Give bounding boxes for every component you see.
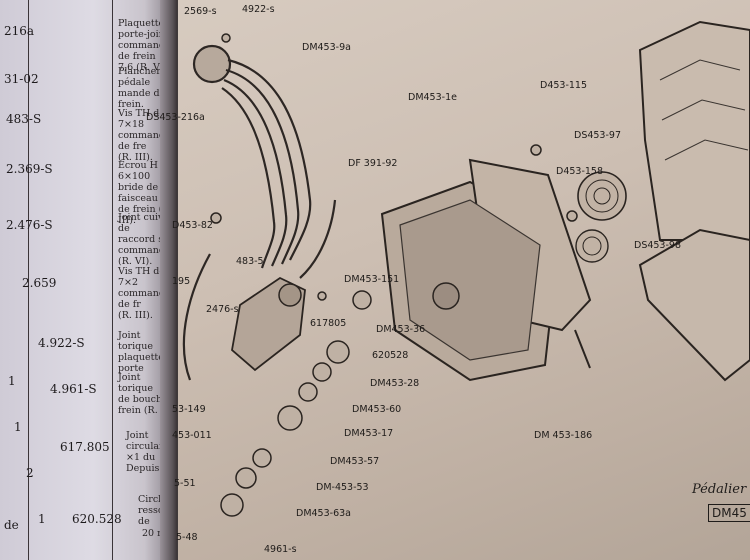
part-label: 4922-s (242, 4, 275, 15)
desc-line: bride de faisceau (118, 182, 159, 204)
part-label: 617805 (310, 318, 347, 329)
desc-line: (R. III). (118, 152, 153, 163)
desc-line: Circlips (138, 494, 176, 505)
desc-line: mande de frein. (118, 88, 166, 110)
master-cylinder (231, 276, 306, 372)
desc-line: plaquette porte (118, 352, 164, 374)
desc-line: commande de fr (118, 288, 171, 310)
desc-line: 20 mm (142, 528, 176, 539)
part-qty: 1 (38, 512, 46, 526)
part-ref: 216a (4, 24, 35, 38)
desc-line: Joint cuivre de (118, 212, 174, 234)
part-desc: Joint cuivre de raccord sur commande (R.… (118, 212, 178, 267)
part-label: 453-011 (172, 430, 212, 441)
part-qty: 2 (26, 466, 34, 480)
desc-line: Joint circulaire (126, 430, 173, 452)
part-ref: 31-02 (4, 72, 39, 86)
spring-disc (575, 171, 627, 263)
desc-line: raccord sur commande (118, 234, 174, 256)
desc-line: ressort (138, 505, 172, 516)
desc-line: (R. III). (118, 310, 153, 321)
part-ref: 2.369-S (6, 162, 53, 176)
part-label: 5-48 (176, 532, 198, 543)
part-desc: 20 mm (142, 528, 202, 539)
desc-line: de frein (R. III). (118, 204, 173, 226)
part-label: DS453-97 (574, 130, 621, 141)
desc-line: ×1 du (126, 452, 156, 463)
part-label: D453-158 (556, 166, 604, 177)
diagram-caption: Pédalier (692, 482, 747, 497)
part-label: 195 (172, 276, 191, 287)
part-label: 5-51 (174, 478, 196, 489)
part-label: DM-453-53 (316, 482, 369, 493)
part-ref: 620.528 (72, 512, 122, 526)
part-label: DM453-151 (344, 274, 400, 285)
part-label: DS453-98 (634, 240, 681, 251)
part-label: 53-149 (172, 404, 206, 415)
part-label: DM 453-186 (534, 430, 593, 441)
part-ref: 2.476-S (6, 218, 53, 232)
small-parts (210, 33, 578, 517)
part-label: D453-115 (540, 80, 588, 91)
desc-line: Depuis (126, 463, 160, 474)
part-label: 4961-s (264, 544, 297, 555)
desc-line: Plaquette porte-joint (118, 18, 169, 40)
part-desc: Joint torique de bouchon frein (R. V). (118, 372, 178, 416)
part-desc: Plancher de pédale mande de frein. (118, 66, 178, 110)
left-page: 216a Plaquette porte-joint commande de f… (0, 0, 176, 560)
desc-line: Plancher de pédale (118, 66, 176, 88)
desc-line: de (138, 516, 150, 527)
pedal-housing (380, 158, 592, 382)
desc-line: commande de fre (118, 130, 171, 152)
desc-line: Vis TH de 7×18 (118, 108, 165, 130)
column-rule (28, 0, 29, 560)
plate-code: DM45 (708, 504, 750, 522)
part-desc: Vis TH de 7×2 commande de fr (R. III). (118, 266, 178, 321)
part-label: DM453-57 (330, 456, 380, 467)
part-qty: de (4, 518, 19, 532)
part-desc: Joint circulaire ×1 du Depuis (126, 430, 186, 474)
desc-line: frein (R. V). (118, 405, 175, 416)
part-label: 2476-s (206, 304, 239, 315)
part-qty: 1 (14, 420, 22, 434)
part-ref: 617.805 (60, 440, 110, 454)
part-label: DM453-63a (296, 508, 351, 519)
part-label: DM453-60 (352, 404, 402, 415)
part-label: D453-82 (172, 220, 213, 231)
part-desc: Écrou H de 6×100 bride de faisceau de fr… (118, 160, 178, 226)
desc-line: Joint torique (118, 330, 153, 352)
part-ref: 483-S (6, 112, 42, 126)
part-label: 483-5 (236, 256, 264, 267)
part-label: DM453-1e (408, 92, 457, 103)
desc-line: (R. VI). (118, 256, 153, 267)
part-ref: 4.922-S (38, 336, 85, 350)
part-label: 2569-s (184, 6, 217, 17)
desc-line: Joint torique (118, 372, 153, 394)
floor-panel (638, 20, 750, 382)
desc-line: 7,6 (R. VI). (118, 62, 171, 73)
part-label: DF 391-92 (348, 158, 398, 169)
brake-pipes (182, 44, 337, 381)
desc-line: Vis TH de 7×2 (118, 266, 165, 288)
desc-line: de bouchon (118, 394, 174, 405)
column-rule (112, 0, 113, 560)
part-label: DM453-36 (376, 324, 426, 335)
part-desc: Circlips ressort de (138, 494, 198, 527)
part-label: DM453-9a (302, 42, 351, 53)
part-label: 620528 (372, 350, 409, 361)
part-label: DM453-28 (370, 378, 420, 389)
part-desc: Plaquette porte-joint commande de frein … (118, 18, 178, 73)
part-label: DM453-17 (344, 428, 394, 439)
part-desc: Vis TH de 7×18 commande de fre (R. III). (118, 108, 178, 163)
part-label: DS453-216a (146, 112, 205, 123)
part-ref: 4.961-S (50, 382, 97, 396)
part-ref: 2.659 (22, 276, 57, 290)
desc-line: commande de frein (118, 40, 171, 62)
desc-line: Écrou H de 6×100 (118, 160, 173, 182)
part-desc: Joint torique plaquette porte (118, 330, 178, 374)
part-qty: 1 (8, 374, 16, 388)
